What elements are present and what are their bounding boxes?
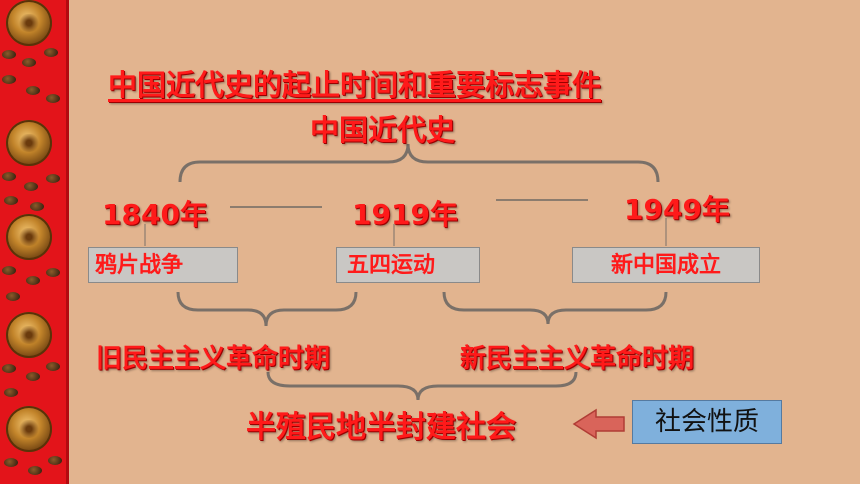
year-1949: 1949年 bbox=[624, 193, 730, 226]
top-brace bbox=[178, 143, 660, 183]
coin-icon bbox=[26, 86, 40, 95]
event-prc-founding: 新中国成立 bbox=[572, 247, 760, 283]
coin-icon bbox=[28, 466, 42, 475]
coin-icon bbox=[46, 94, 60, 103]
lion-head-icon bbox=[6, 406, 52, 452]
coin-icon bbox=[2, 75, 16, 84]
coin-icon bbox=[46, 268, 60, 277]
coin-icon bbox=[46, 174, 60, 183]
new-period-brace bbox=[442, 291, 668, 325]
society-brace bbox=[266, 371, 578, 401]
left-arrow-icon bbox=[572, 408, 625, 440]
coin-icon bbox=[2, 266, 16, 275]
society-label: 半殖民地半封建社会 bbox=[246, 410, 516, 445]
coin-icon bbox=[4, 196, 18, 205]
coin-icon bbox=[44, 48, 58, 57]
coin-icon bbox=[30, 202, 44, 211]
decorative-border bbox=[0, 0, 69, 484]
event-opium-war: 鸦片战争 bbox=[88, 247, 238, 283]
page-title: 中国近代史的起止时间和重要标志事件 bbox=[108, 68, 602, 102]
coin-icon bbox=[24, 182, 38, 191]
coin-icon bbox=[2, 172, 16, 181]
coin-icon bbox=[2, 364, 16, 373]
coin-icon bbox=[4, 458, 18, 467]
lion-head-icon bbox=[6, 214, 52, 260]
lion-head-icon bbox=[6, 312, 52, 358]
period-new-democratic: 新民主主义革命时期 bbox=[460, 344, 695, 374]
coin-icon bbox=[26, 276, 40, 285]
coin-icon bbox=[2, 50, 16, 59]
event-may-fourth: 五四运动 bbox=[336, 247, 480, 283]
coin-icon bbox=[22, 58, 36, 67]
lion-head-icon bbox=[6, 0, 52, 46]
period-old-democratic: 旧民主主义革命时期 bbox=[96, 344, 331, 374]
coin-icon bbox=[26, 372, 40, 381]
coin-icon bbox=[6, 292, 20, 301]
old-period-brace bbox=[176, 291, 358, 327]
diagram-subtitle: 中国近代史 bbox=[310, 113, 456, 147]
coin-icon bbox=[4, 388, 18, 397]
coin-icon bbox=[48, 456, 62, 465]
social-nature-box: 社会性质 bbox=[632, 400, 782, 444]
year-1840: 1840年 bbox=[102, 198, 208, 231]
year-1919: 1919年 bbox=[352, 198, 458, 231]
lion-head-icon bbox=[6, 120, 52, 166]
coin-icon bbox=[46, 362, 60, 371]
